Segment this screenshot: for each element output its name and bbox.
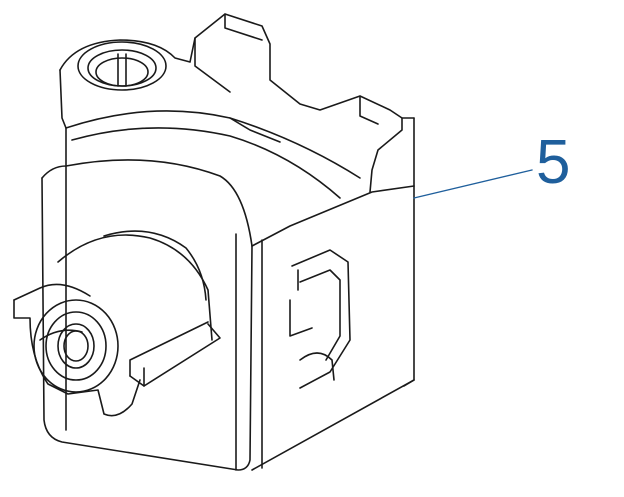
- side-slots: [289, 249, 351, 389]
- front-nozzle: [57, 230, 221, 387]
- front-flange: [13, 283, 141, 417]
- callout-leader-line: [413, 169, 533, 199]
- callout-number: 5: [536, 128, 571, 197]
- top-boss: [77, 41, 167, 91]
- top-hood: [59, 13, 403, 199]
- main-body: [41, 117, 415, 471]
